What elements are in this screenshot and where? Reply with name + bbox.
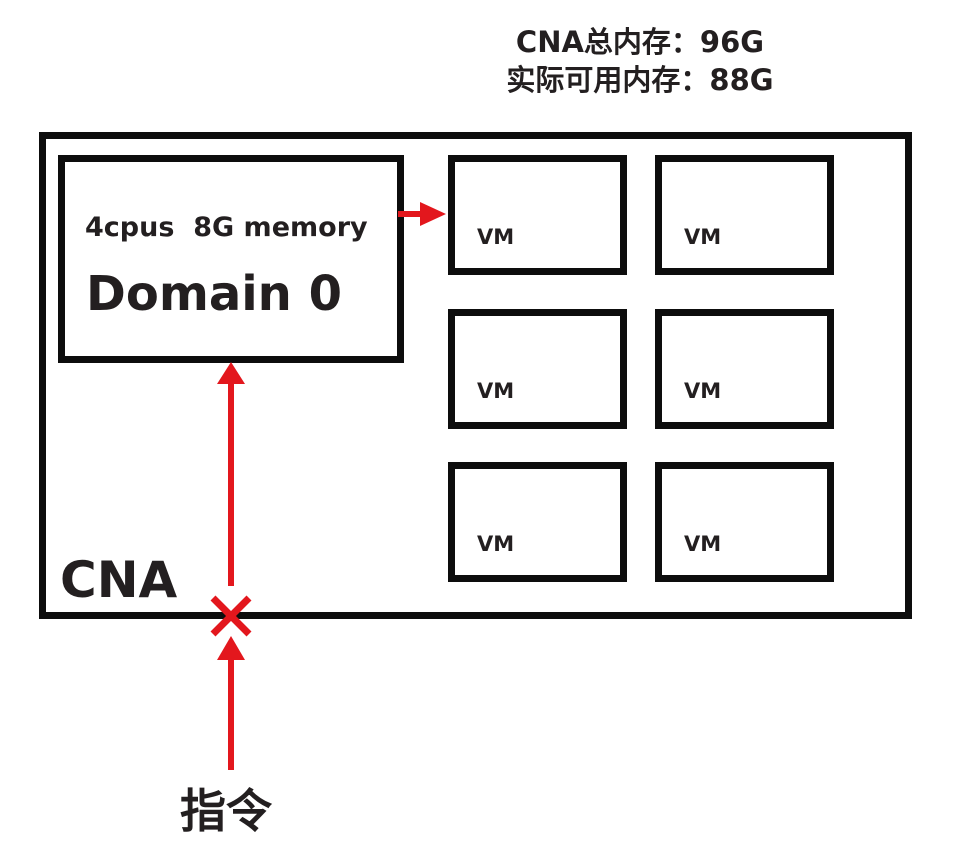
vm-box: VM xyxy=(448,155,627,275)
vm-label: VM xyxy=(684,532,722,556)
cna-total-memory-text: CNA总内存：96G xyxy=(515,25,765,59)
vm-box: VM xyxy=(655,309,834,429)
domain0-title: Domain 0 xyxy=(86,266,342,322)
command-label: 指令 xyxy=(180,784,272,838)
cna-available-memory-text: 实际可用内存：88G xyxy=(506,63,774,97)
vm-box: VM xyxy=(655,155,834,275)
vm-label: VM xyxy=(684,225,722,249)
vm-label: VM xyxy=(477,379,515,403)
vm-label: VM xyxy=(477,532,515,556)
vm-label: VM xyxy=(684,379,722,403)
vm-label: VM xyxy=(477,225,515,249)
vm-box: VM xyxy=(448,309,627,429)
cna-label: CNA xyxy=(60,551,178,609)
domain0-spec-text: 4cpus 8G memory xyxy=(85,212,368,243)
vm-box: VM xyxy=(655,462,834,582)
command-up-arrow xyxy=(217,636,245,770)
domain0-box xyxy=(58,155,404,363)
cna-host-box xyxy=(39,132,912,619)
vm-box: VM xyxy=(448,462,627,582)
